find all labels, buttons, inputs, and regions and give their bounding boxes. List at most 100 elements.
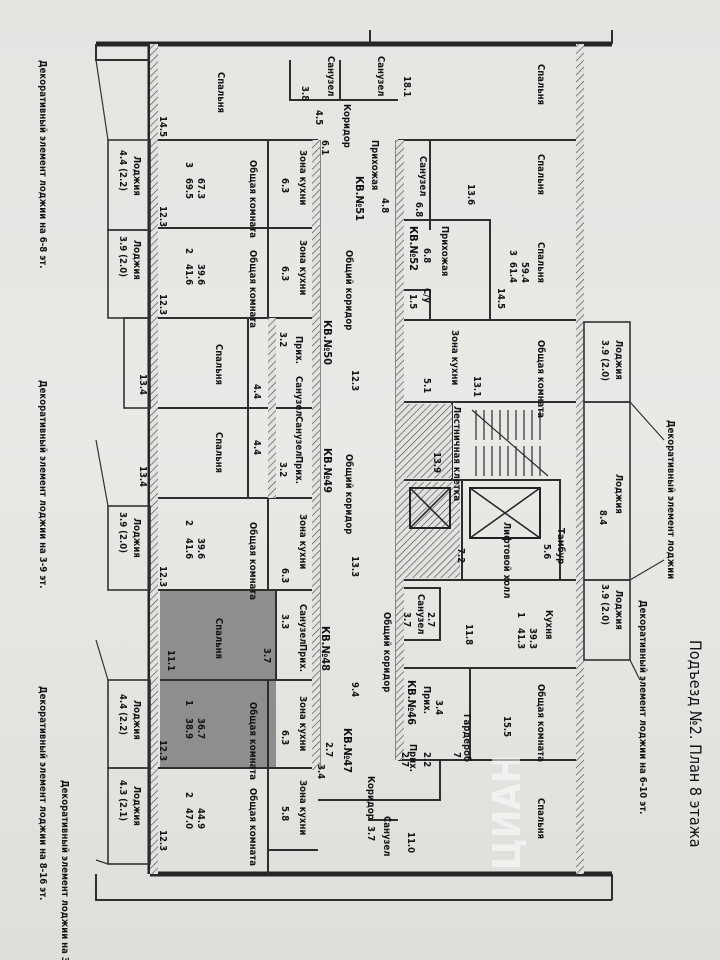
value-prikh-50: 3.2: [277, 332, 288, 347]
label-sanuzel-r1: Санузел: [415, 594, 426, 635]
value-su-52: 1.5: [407, 294, 418, 309]
label-obshaya-50a: Общая комната: [247, 250, 258, 328]
label-sanuzel-48: Санузел: [297, 604, 308, 645]
value-total-47: 44.9: [195, 808, 206, 829]
value-sanuzel-a: 3.8: [299, 86, 310, 101]
label-zona-kukhni-47: Зона кухни: [297, 780, 308, 835]
value-lestnich: 13.9: [431, 452, 442, 473]
value-prikh-48: 3.7: [261, 648, 272, 663]
label-lift-kholl: Лифтовой холл: [501, 522, 512, 599]
label-spalnya-r2: Спальня: [535, 154, 546, 195]
value-obshaya-47: 12.3: [157, 830, 168, 851]
value-lodzhiya-52: 3.9 (2.0): [599, 340, 610, 381]
label-obshaya-47: Общая комната: [247, 788, 258, 866]
apt-label-49: КВ.№49: [321, 448, 334, 493]
label-prikh-48: Прих.: [297, 644, 308, 672]
value-spalnya-49: 13.4: [137, 466, 148, 487]
label-obshiy-koridor-1: Общий коридор: [343, 250, 354, 330]
label-obshaya-49: Общая комната: [247, 522, 258, 600]
value-prikh-51: 4.8: [379, 198, 390, 213]
value-spalnya-r2: 13.6: [465, 184, 476, 205]
label-obshaya-51: Общая комната: [247, 160, 258, 238]
value-total-49: 39.6: [195, 538, 206, 559]
value-full-47: 47.0: [183, 808, 194, 829]
structural-hatched-walls: [150, 44, 584, 874]
label-prikh-46b: Прих.: [407, 744, 418, 772]
value-obshaya-50a: 12.3: [157, 294, 168, 315]
value-rooms-47: 2: [183, 792, 194, 798]
value-prikh-52: 6.8: [421, 248, 432, 263]
label-prikhozhaya-51: Прихожая: [369, 140, 380, 190]
value-zona-52: 5.1: [421, 378, 432, 393]
note-dekor-3-12: Декоративный элемент лоджии на 3-12 эт.: [59, 780, 70, 960]
value-total-48: 36.7: [195, 718, 206, 739]
label-lestnich: Лестничная клетка: [451, 406, 462, 501]
value-kukhnya-r1: 11.8: [463, 624, 474, 645]
value-lodzhiya-47: 4.3 (2.1): [117, 780, 128, 821]
note-dekor-6-10: Декоративный элемент лоджии на 6-10 эт.: [637, 600, 648, 814]
label-lodzhiya-49: Лоджия: [131, 518, 142, 558]
label-prikh-49: Прих.: [293, 456, 304, 484]
value-prikh-r1: 2.7: [425, 612, 436, 627]
value-tambur: 5.6: [541, 544, 552, 559]
label-lodzhiya-8-4: Лоджия: [613, 474, 624, 514]
value-spalnya-50: 13.4: [137, 374, 148, 395]
label-garderob: Гардероб: [461, 714, 472, 762]
value-zona-49: 6.3: [279, 568, 290, 583]
label-sanuzel-49: Санузел: [293, 416, 304, 457]
label-zona-kukhni-50a: Зона кухни: [297, 240, 308, 295]
label-lodzhiya-r1: Лоджия: [613, 590, 624, 630]
value-prikh-49: 3.2: [277, 462, 288, 477]
label-sanuzel-51: Санузел: [417, 156, 428, 197]
label-lodzhiya-50a: Лоджия: [131, 240, 142, 280]
value-total-50a: 39.6: [195, 264, 206, 285]
value-full-49: 41.6: [183, 538, 194, 559]
note-dekor-right: Декоративный элемент лоджии: [665, 420, 676, 579]
label-sanuzel-top: Санузел: [325, 56, 336, 97]
value-zona-47: 5.8: [279, 806, 290, 821]
value-full-52: 61.4: [507, 262, 518, 283]
value-corridor-9-4: 9.4: [349, 682, 360, 697]
value-zona-50a: 6.3: [279, 266, 290, 281]
apt-label-50: КВ.№50: [321, 320, 334, 365]
value-prikh-46: 3.4: [433, 700, 444, 715]
value-total-51: 67.3: [195, 178, 206, 199]
value-lodzhiya-48: 4.4 (2.2): [117, 694, 128, 735]
loggias-left: [107, 139, 151, 865]
value-lodzhiya-50a: 3.9 (2.0): [117, 236, 128, 277]
label-sanuzel-47: Санузел: [381, 816, 392, 857]
label-obshaya-46: Общая комната: [535, 684, 546, 762]
decor-lines: [95, 59, 665, 865]
label-spalnya-46: Спальня: [535, 798, 546, 839]
value-sanuzel-47: 3.7: [365, 826, 376, 841]
value-6-1: 6.1: [319, 140, 330, 155]
value-sanuzel-50: 4.4: [251, 384, 262, 399]
value-rooms-51: 3: [183, 162, 194, 168]
value-total-r1: 39.3: [527, 628, 538, 649]
label-sanuzel-50: Санузел: [293, 376, 304, 417]
label-zona-kukhni-51: Зона кухни: [297, 150, 308, 205]
label-spalnya-49: Спальня: [213, 432, 224, 473]
value-sanuzel-r1: 3.7: [401, 612, 412, 627]
lift-shafts: [409, 487, 541, 539]
label-obshiy-koridor-3: Общий коридор: [381, 612, 392, 692]
value-full-50a: 41.6: [183, 264, 194, 285]
value-lodzhiya-8-4: 8.4: [597, 510, 608, 525]
label-koridor-47: Коридор: [365, 776, 376, 820]
note-dekor-8-16: Декоративный элемент лоджии на 8-16 эт.: [37, 686, 48, 900]
value-full-51: 69.5: [183, 178, 194, 199]
label-zona-kukhni-49: Зона кухни: [297, 514, 308, 569]
value-total-52: 59.4: [519, 262, 530, 283]
value-sanuzel-48: 3.3: [279, 614, 290, 629]
value-6-8: 6.8: [413, 202, 424, 217]
value-rooms-50a: 2: [183, 248, 194, 254]
label-lodzhiya-52: Лоджия: [613, 340, 624, 380]
loggias-right: [583, 321, 631, 661]
room-labels-right: Спальня Спальня 13.6 Прихожая 6.8 КВ.№52…: [381, 64, 624, 839]
value-lift: 7.2: [455, 548, 466, 563]
value-rooms-52: 3: [507, 250, 518, 256]
label-spalnya-52: Спальня: [535, 242, 546, 283]
note-dekor-6-8: Декоративный элемент лоджии на 6-8 эт.: [37, 60, 48, 268]
stair-direction-line: [471, 409, 549, 477]
